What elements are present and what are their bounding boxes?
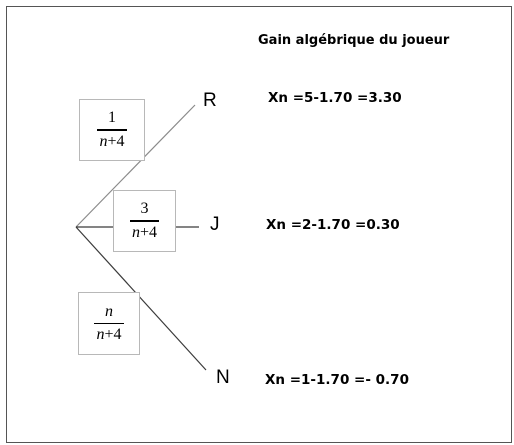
diagram-title: Gain algébrique du joueur [258,33,450,48]
fraction-r-numerator: 1 [108,109,116,127]
fraction-j-numerator: 3 [140,200,149,218]
fraction-n-denominator-rest: +4 [104,326,122,344]
fraction-r-denominator-variable: n [99,132,108,150]
diagram-frame [6,6,512,443]
fraction-j-denominator-variable: n [131,223,140,241]
node-label-r: R [203,90,217,111]
fraction-j: 3 n+4 [129,200,160,242]
fraction-n: n n+4 [94,302,124,345]
fraction-r-denominator: n+4 [97,131,126,151]
fraction-n-denominator: n+4 [94,324,123,344]
gain-r: Xn =5-1.70 =3.30 [268,90,402,106]
fraction-j-denominator: n+4 [130,222,159,242]
fraction-r-bar [97,129,127,131]
fraction-n-denominator-variable: n [96,326,105,344]
fraction-j-denominator-rest: +4 [139,223,158,241]
fraction-r-denominator-rest: +4 [107,132,125,150]
gain-n: Xn =1-1.70 =- 0.70 [265,372,409,388]
node-label-n: N [216,367,230,388]
fraction-n-bar [94,322,124,325]
gain-j: Xn =2-1.70 =0.30 [266,217,400,233]
fraction-n-numerator: n [105,302,113,320]
node-label-j: J [210,214,220,235]
fraction-j-bar [129,220,160,222]
branch-line-n [75,226,207,371]
probability-j: 3 n+4 [113,190,176,252]
probability-n: n n+4 [78,292,140,355]
probability-r: 1 n+4 [79,99,145,161]
branch-line-r [75,104,196,228]
fraction-r: 1 n+4 [97,109,127,151]
